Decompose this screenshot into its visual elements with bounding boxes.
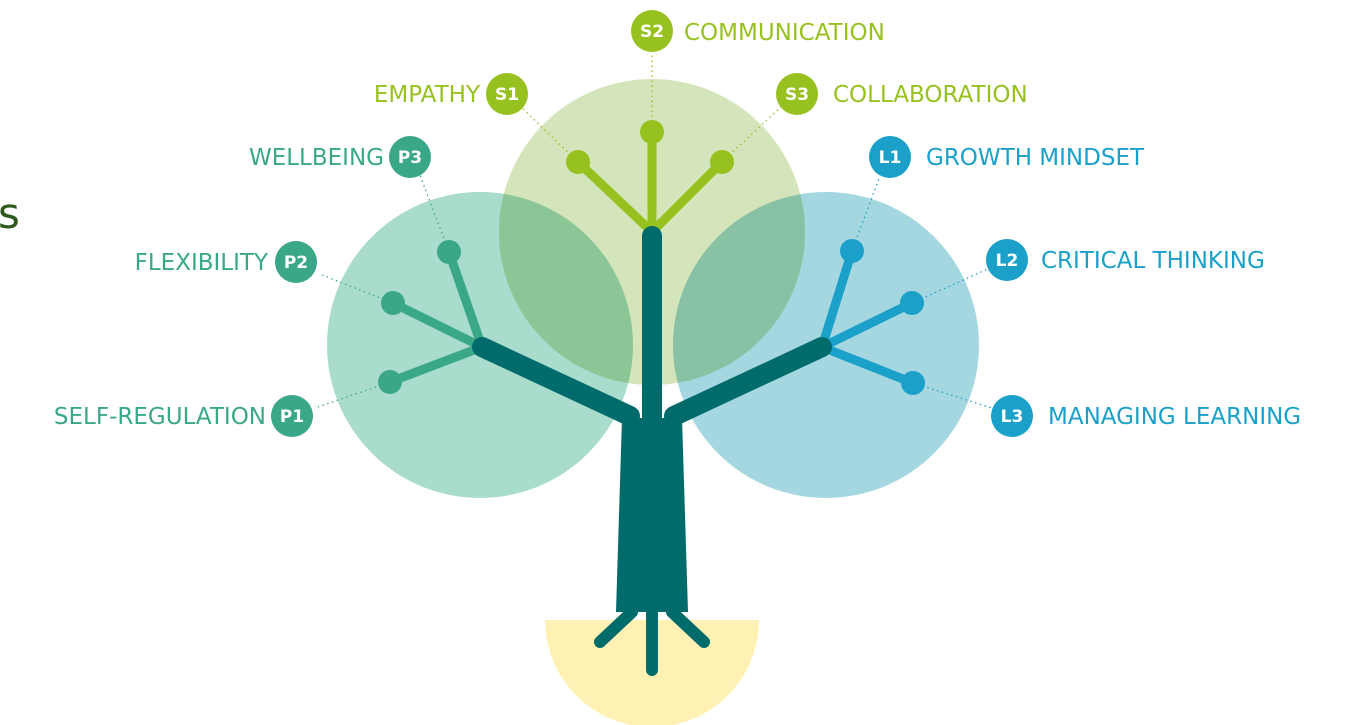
growth-mindset-node — [840, 239, 864, 263]
p1-badge — [271, 395, 313, 437]
cut-off-title-text: s — [0, 189, 20, 238]
leader-lines — [317, 47, 993, 409]
p1-badge-text: P1 — [280, 407, 304, 427]
tree-roots — [594, 594, 710, 676]
critical-thinking-node — [900, 291, 924, 315]
l1-badge-text: L1 — [879, 148, 902, 168]
managing-learning-node — [901, 371, 925, 395]
skill-s1-empathy: EMPATHY S1 — [374, 73, 528, 115]
l3-label: MANAGING LEARNING — [1048, 404, 1301, 430]
self-regulation-node — [378, 370, 402, 394]
l2-badge — [986, 239, 1028, 281]
p2-label: FLEXIBILITY — [135, 250, 269, 276]
personal-branches — [385, 247, 487, 387]
l3-badge — [991, 395, 1033, 437]
s2-badge-text: S2 — [640, 22, 664, 42]
l1-label: GROWTH MINDSET — [926, 145, 1145, 171]
p1-label: SELF-REGULATION — [54, 404, 266, 430]
empathy-node — [566, 150, 590, 174]
skill-l3-managing-learning: L3 MANAGING LEARNING — [991, 395, 1301, 437]
p2-badge-text: P2 — [284, 253, 308, 273]
skill-l1-growth-mindset: L1 GROWTH MINDSET — [869, 136, 1145, 178]
s1-badge — [486, 73, 528, 115]
s2-badge — [631, 10, 673, 52]
tree-trunk — [472, 226, 832, 612]
p2-badge — [275, 241, 317, 283]
s2-label: COMMUNICATION — [684, 20, 885, 46]
s3-badge — [776, 73, 818, 115]
s1-label: EMPATHY — [374, 82, 481, 108]
skill-s3-collaboration: S3 COLLABORATION — [776, 73, 1028, 115]
flexibility-node — [381, 291, 405, 315]
s1-badge-text: S1 — [495, 85, 519, 105]
s3-badge-text: S3 — [785, 85, 809, 105]
learning-branches — [817, 246, 918, 388]
p3-badge — [389, 136, 431, 178]
l1-badge — [869, 136, 911, 178]
skill-l2-critical-thinking: L2 CRITICAL THINKING — [986, 239, 1265, 281]
skill-p1-self-regulation: SELF-REGULATION P1 — [54, 395, 313, 437]
s3-label: COLLABORATION — [833, 82, 1028, 108]
skill-p2-flexibility: FLEXIBILITY P2 — [135, 241, 317, 283]
wellbeing-node — [437, 240, 461, 264]
skill-s2-communication: S2 COMMUNICATION — [631, 10, 885, 52]
social-branches — [573, 127, 727, 237]
p3-label: WELLBEING — [249, 145, 384, 171]
l3-badge-text: L3 — [1001, 407, 1024, 427]
l2-label: CRITICAL THINKING — [1041, 248, 1265, 274]
communication-node — [640, 120, 664, 144]
collaboration-node — [710, 150, 734, 174]
p3-badge-text: P3 — [398, 148, 422, 168]
skill-p3-wellbeing: WELLBEING P3 — [249, 136, 431, 178]
l2-badge-text: L2 — [996, 251, 1019, 271]
